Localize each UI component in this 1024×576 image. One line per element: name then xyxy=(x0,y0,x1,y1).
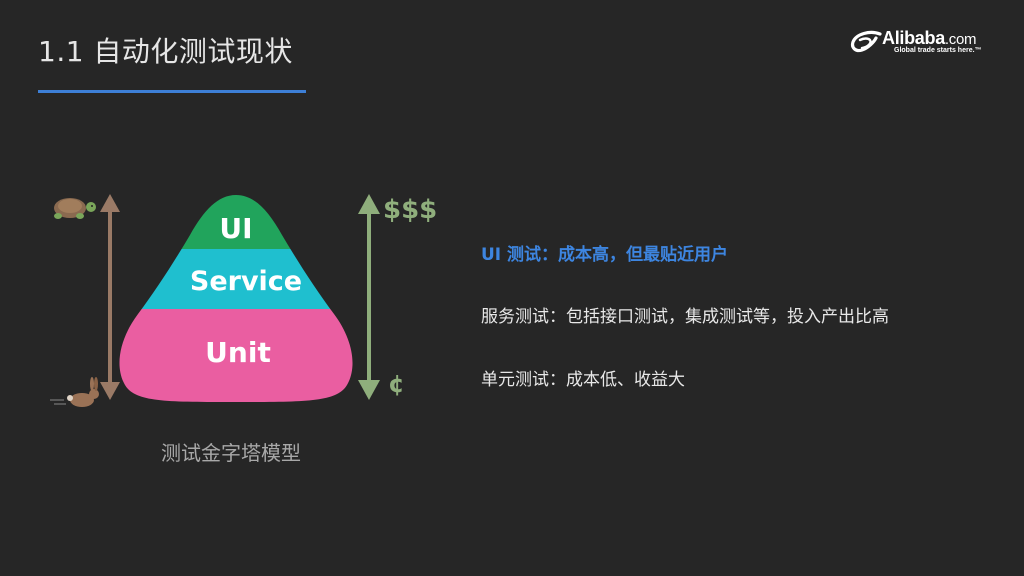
pyramid-label-service: Service xyxy=(190,266,302,297)
unit-test-description: 单元测试：成本低、收益大 xyxy=(481,370,685,390)
service-test-description: 服务测试：包括接口测试，集成测试等，投入产出比高 xyxy=(481,307,889,327)
pyramid-label-ui: UI xyxy=(219,212,252,245)
alibaba-logo-mark-icon xyxy=(850,30,882,53)
logo-name: Alibaba xyxy=(882,28,945,48)
diagram-caption: 测试金字塔模型 xyxy=(161,441,301,465)
logo-suffix: .com xyxy=(944,31,977,48)
slide-title: 1.1 自动化测试现状 xyxy=(38,35,293,68)
cost-arrow xyxy=(358,194,380,400)
alibaba-logo: Alibaba.com Global trade starts here.™ xyxy=(850,28,990,58)
pyramid-label-unit: Unit xyxy=(205,336,271,369)
logo-tagline: Global trade starts here.™ xyxy=(894,47,982,54)
title-underline xyxy=(38,90,306,93)
pyramid-layer-unit xyxy=(119,309,353,402)
ui-test-description: UI 测试：成本高，但最贴近用户 xyxy=(481,245,729,265)
speed-arrow xyxy=(100,194,120,400)
turtle-icon xyxy=(54,198,96,219)
cost-low-label: ¢ xyxy=(388,370,405,398)
cost-high-label: $$$ xyxy=(383,195,437,225)
rabbit-icon xyxy=(50,377,99,407)
test-pyramid-diagram: UI Service Unit $$$ ¢ xyxy=(50,194,437,407)
